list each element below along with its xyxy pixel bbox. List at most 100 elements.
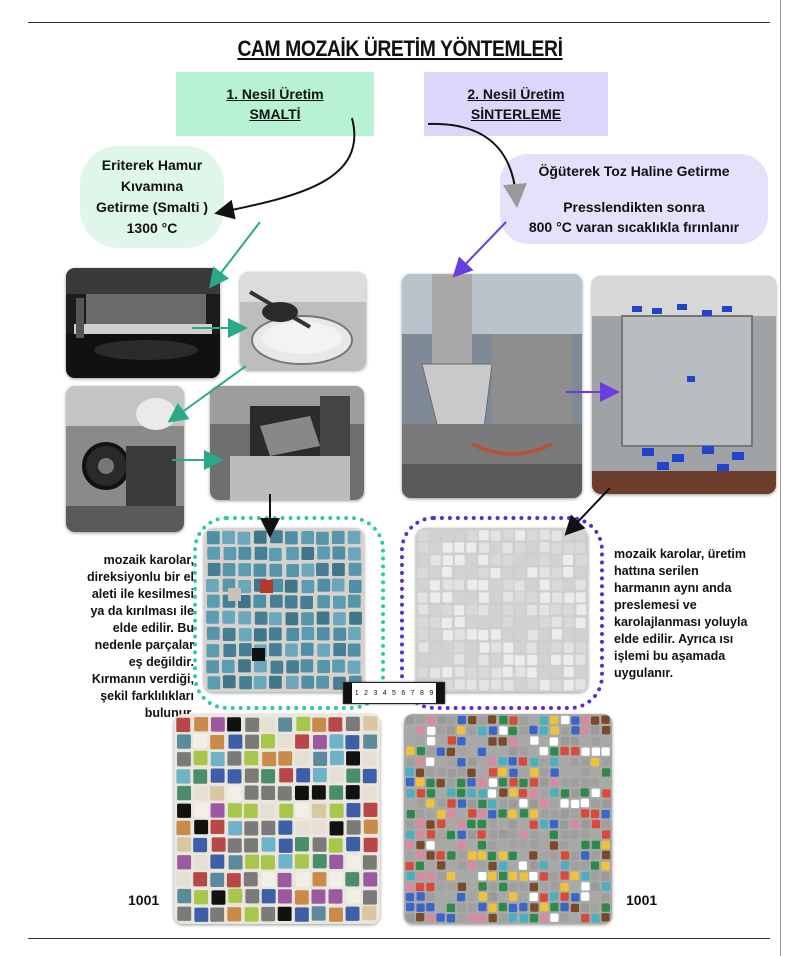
sintering-sample-tile <box>426 903 435 912</box>
smalti-closeup-tile <box>348 627 361 641</box>
smalti-sample-tile <box>328 889 343 904</box>
sintering-closeup-tile <box>576 555 587 566</box>
sintering-closeup-tile <box>527 530 538 541</box>
sintering-sample-tile <box>488 861 497 871</box>
smalti-closeup-tile <box>270 530 283 544</box>
sintering-sample-tile <box>591 819 601 829</box>
sintering-closeup-tile <box>527 617 537 628</box>
sintering-sample-tile <box>499 913 508 923</box>
sintering-sample-tile <box>456 893 466 902</box>
sintering-sample-tile <box>581 716 590 725</box>
ruler-label: 5 <box>392 689 396 697</box>
sintering-sample-tile <box>591 830 601 839</box>
sintering-sample-tile <box>446 830 455 840</box>
sintering-sample-tile <box>405 840 414 849</box>
sintering-sample-tile <box>590 778 600 787</box>
sintering-closeup-tile <box>526 542 537 553</box>
sintering-sample-tile <box>581 914 590 923</box>
sintering-closeup-tile <box>442 555 453 566</box>
sintering-sample-tile <box>467 861 477 870</box>
sintering-sample-tile <box>601 903 610 912</box>
sintering-sample-tile <box>509 716 518 725</box>
sintering-sample-tile <box>601 736 610 745</box>
sintering-sample-tile <box>508 830 517 839</box>
smalti-closeup-tile <box>223 643 237 657</box>
sintering-closeup-tile <box>467 530 478 541</box>
sintering-closeup-tile <box>503 654 514 665</box>
sintering-sample-tile <box>436 913 445 922</box>
sintering-sample-tile <box>416 746 426 756</box>
sintering-sample-tile <box>457 903 466 912</box>
sintering-sample-tile <box>519 746 528 755</box>
sintering-sample-tile <box>498 737 507 746</box>
sintering-sample-tile <box>570 871 579 880</box>
sintering-sample-tile <box>591 747 600 756</box>
sintering-sample-tile <box>581 882 590 891</box>
sintering-closeup-tile <box>539 567 550 578</box>
sintering-sample-tile <box>509 788 518 797</box>
smalti-sample-tile <box>227 838 242 853</box>
smalti-closeup-tile <box>253 563 267 577</box>
sintering-closeup-tile <box>478 654 489 666</box>
smalti-sample-tile <box>345 716 360 731</box>
sintering-sample-tile <box>602 757 611 767</box>
smalti-closeup-tile <box>237 531 251 545</box>
sintering-closeup-tile <box>466 555 477 566</box>
sintering-sample-tile <box>591 850 600 860</box>
sintering-sample-tile <box>570 737 579 746</box>
sintering-sample-tile <box>549 737 558 746</box>
method2-bubble-line3: 800 °C varan sıcaklıkla fırınlanır <box>528 219 740 235</box>
method2-title: 2. Nesil Üretim <box>467 86 565 102</box>
sintering-furnace-photo <box>592 276 776 494</box>
smalti-molten-glass-photo <box>240 272 366 370</box>
sintering-sample-tile <box>405 861 414 871</box>
sintering-closeup-tile <box>539 542 550 553</box>
smalti-sample-tile <box>312 767 327 783</box>
sintering-sample-tile <box>540 778 549 787</box>
smalti-closeup-accent-tile <box>252 648 265 661</box>
smalti-press-photo <box>66 268 220 378</box>
sintering-sample-tile <box>426 830 436 839</box>
sintering-closeup-tile <box>576 604 587 615</box>
smalti-sample-tile <box>194 890 208 905</box>
smalti-sample-tile <box>346 836 361 852</box>
sintering-sample-tile <box>591 914 600 923</box>
sintering-sample-tile <box>468 809 477 818</box>
smalti-sample-tile <box>262 751 277 767</box>
sintering-closeup-tile <box>527 605 537 616</box>
smalti-sample-tile <box>193 855 208 870</box>
sintering-sample-tile <box>416 840 425 850</box>
sintering-closeup-tile <box>563 666 574 677</box>
smalti-closeup-tile <box>333 676 346 690</box>
sintering-sample-tile <box>601 882 611 891</box>
smalti-sample-tile <box>261 889 276 904</box>
smalti-sample-tile <box>177 734 191 749</box>
sintering-sample-tile <box>487 872 497 881</box>
sintering-closeup-tile <box>551 654 561 665</box>
smalti-sample-tile <box>279 768 294 783</box>
sintering-closeup-tile <box>454 542 465 553</box>
smalti-sample-tile <box>193 733 208 748</box>
smalti-closeup-tile <box>286 547 299 561</box>
sintering-sample-tile <box>488 913 497 923</box>
sintering-sample-tile <box>539 872 549 881</box>
sintering-closeup-tile <box>503 680 514 691</box>
smalti-sample-tile <box>363 802 378 817</box>
sintering-closeup-tile <box>430 555 441 566</box>
smalti-closeup-tile <box>332 563 345 577</box>
sintering-sample-tile <box>468 892 477 901</box>
sintering-closeup-tile <box>515 616 526 627</box>
sintering-sample-tile <box>416 892 425 901</box>
top-border-line <box>28 22 770 23</box>
sintering-closeup-tile <box>551 616 562 627</box>
sintering-sample-tile <box>499 788 508 797</box>
sintering-sample-tile <box>509 778 518 787</box>
sintering-closeup-tile <box>430 667 440 678</box>
sintering-sample-tile <box>550 747 559 756</box>
sintering-sample-tile <box>519 768 528 777</box>
sintering-sample-tile <box>581 768 590 777</box>
sintering-sample-tile <box>488 799 497 809</box>
method1-bubble-line3: Getirme (Smalti ) <box>95 199 209 215</box>
smalti-closeup-tile <box>207 546 220 560</box>
sintering-closeup-tile <box>551 667 562 678</box>
